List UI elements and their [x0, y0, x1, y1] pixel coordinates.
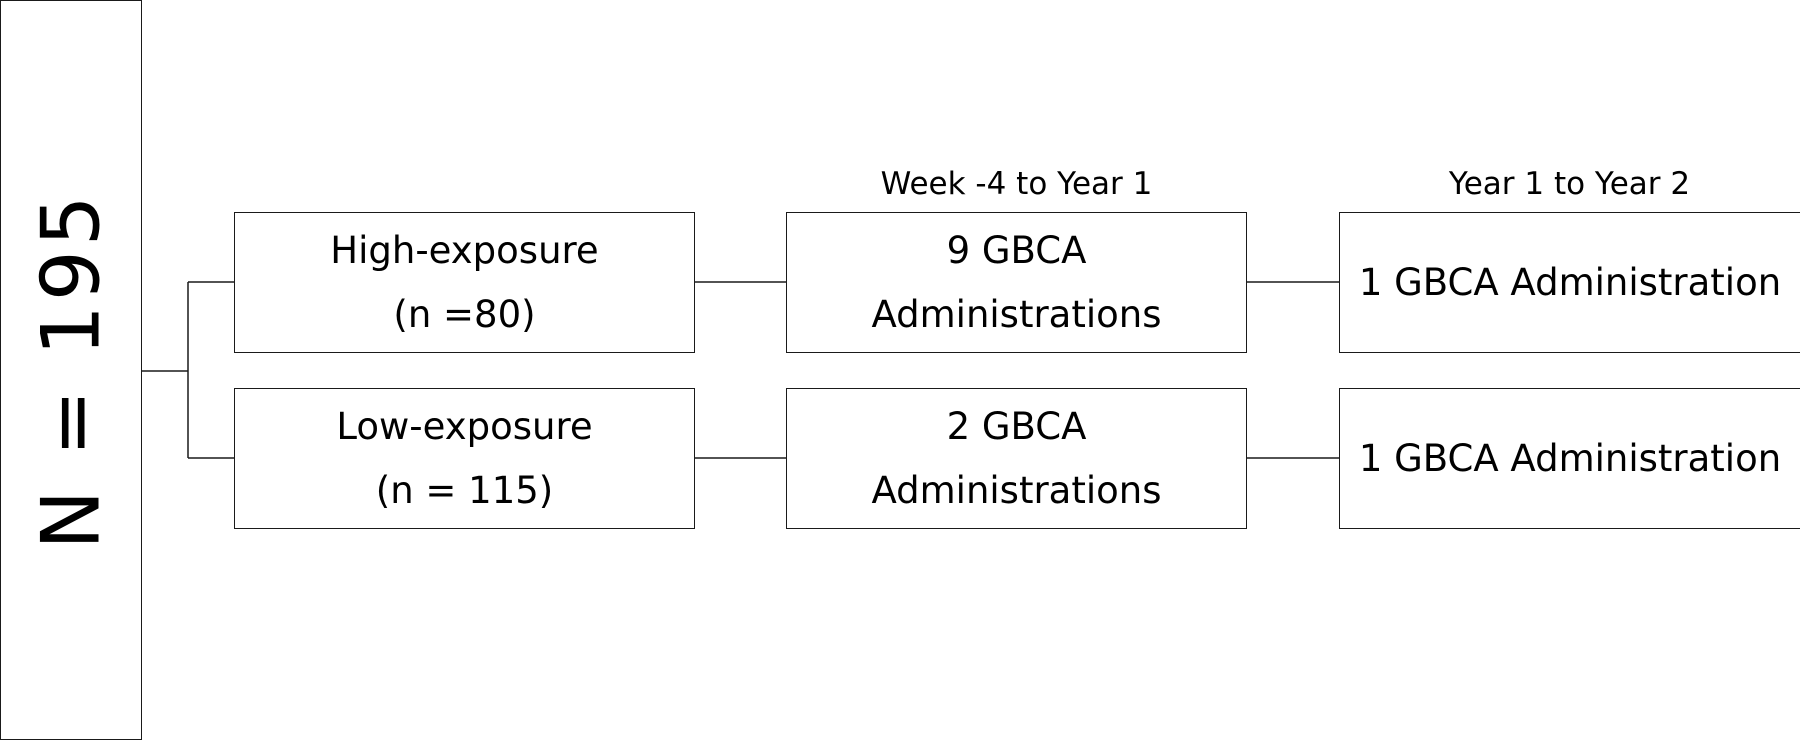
period-2-header: Year 1 to Year 2: [1448, 166, 1691, 202]
high-exposure-group-box: High-exposure (n =80): [234, 212, 695, 353]
period-1-line-2: Administrations: [871, 292, 1162, 336]
low-exposure-period-1-box: 2 GBCA Administrations: [786, 388, 1247, 529]
high-exposure-period-1-box: 9 GBCA Administrations: [786, 212, 1247, 353]
total-label: N = 195: [24, 190, 118, 550]
group-name: Low-exposure: [336, 404, 593, 448]
period-1-line-2: Administrations: [871, 468, 1162, 512]
group-count: (n =80): [393, 292, 536, 336]
period-1-line-1: 2 GBCA: [946, 404, 1087, 448]
low-exposure-group-box: Low-exposure (n = 115): [234, 388, 695, 529]
period-2-text: 1 GBCA Administration: [1358, 436, 1782, 480]
group-name: High-exposure: [330, 228, 599, 272]
total-box: N = 195: [0, 0, 142, 740]
period-1-header: Week -4 to Year 1: [880, 166, 1153, 202]
group-count: (n = 115): [375, 468, 554, 512]
period-2-text: 1 GBCA Administration: [1358, 260, 1782, 304]
period-1-line-1: 9 GBCA: [946, 228, 1087, 272]
high-exposure-period-2-box: 1 GBCA Administration: [1339, 212, 1800, 353]
low-exposure-period-2-box: 1 GBCA Administration: [1339, 388, 1800, 529]
